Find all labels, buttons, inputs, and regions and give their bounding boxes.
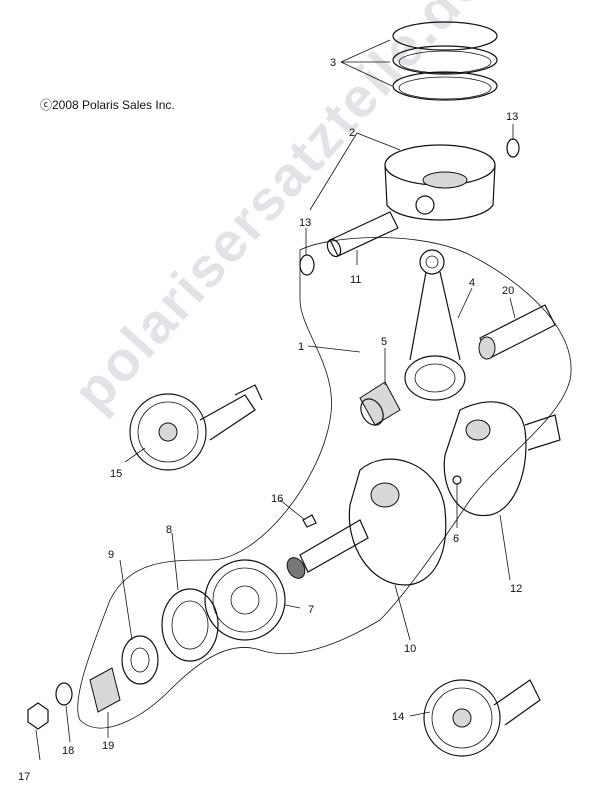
needle-cage [89,667,121,713]
circlip-right [506,138,520,158]
washer [55,682,73,706]
callout-4: 4 [469,277,475,289]
callout-3: 3 [330,57,336,69]
assembly-outline [77,237,572,729]
callout-11: 11 [350,274,361,286]
connecting-rod [404,249,466,401]
main-bearing [161,588,219,662]
crank-half-right [443,401,561,517]
drive-gear [204,559,286,641]
callout-12: 12 [510,583,522,595]
callout-16: 16 [271,493,283,505]
copyright-notice: ⓒ2008 Polaris Sales Inc. [40,98,175,112]
callout-10: 10 [404,643,416,655]
crank-pin-dot [452,475,462,485]
needle-bearing [359,381,401,426]
callout-20: 20 [502,285,514,297]
piston-rings [392,21,498,101]
callout-15: 15 [110,468,122,480]
callout-18: 18 [62,745,74,757]
callout-13-right: 13 [506,111,518,123]
callout-5: 5 [381,336,387,348]
woodruff-key [302,514,317,528]
callout-8: 8 [166,524,172,536]
circlip-left [299,254,315,276]
balance-shaft-gear-lower [423,679,541,757]
leader-lines [35,39,516,761]
callout-6: 6 [453,533,459,545]
callout-2: 2 [349,127,355,139]
hex-nut [27,702,49,730]
callout-17: 17 [18,771,30,783]
crank-half-left [286,458,447,586]
bushing-sleeve [478,304,556,360]
callout-14: 14 [392,711,404,723]
callout-1: 1 [298,341,304,353]
callout-19: 19 [102,740,114,752]
balance-shaft-gear-upper [129,384,263,471]
timing-sprocket [121,635,159,685]
callout-9: 9 [108,549,114,561]
piston-pin [326,211,399,258]
callout-13-left: 13 [299,217,311,229]
callout-7: 7 [308,604,314,616]
piston [384,144,496,221]
